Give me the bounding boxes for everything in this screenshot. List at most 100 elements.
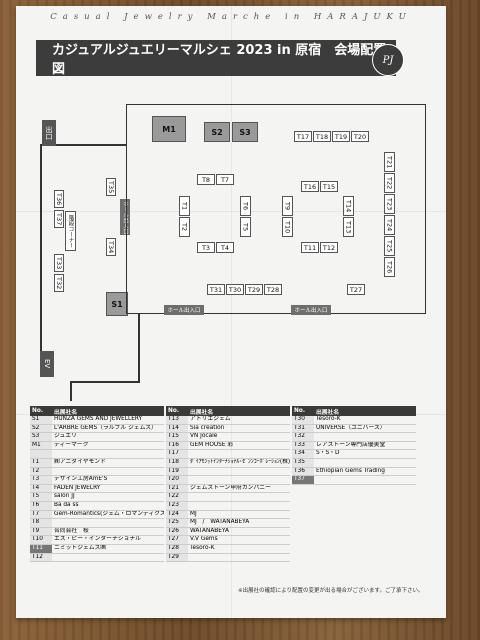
exhibitor-name: S・S・D: [314, 449, 416, 459]
booth-t4: T4: [216, 242, 234, 253]
table-header-name: 出展社名: [52, 406, 164, 416]
exhibitor-name: [52, 467, 164, 477]
table-row: T35: [292, 458, 416, 468]
exhibitor-name: Tesoro-K: [188, 544, 290, 554]
booth-t1: T1: [179, 196, 190, 216]
booth-number: T37: [292, 475, 314, 485]
booth-number: T11: [30, 544, 52, 554]
event-subtitle: Casual Jewelry Marche in HARAJUKU: [50, 12, 412, 22]
booth-t27: T27: [347, 284, 365, 295]
exhibitor-name: Ba da ss: [52, 501, 164, 511]
exhibitor-name: [52, 518, 164, 528]
table-header-no: No.: [292, 406, 314, 416]
exhibitor-name: ㈱アニダイヤモンド: [52, 458, 164, 468]
event-logo: PJ: [372, 44, 404, 76]
booth-number: T19: [166, 467, 188, 477]
booth-number: T16: [166, 441, 188, 451]
booth-number: T7: [30, 510, 52, 520]
booth-t2: T2: [179, 217, 190, 237]
exhibitor-name: [188, 553, 290, 563]
corridor-wall: [70, 381, 72, 401]
booth-t36: T36: [54, 190, 64, 208]
exhibitor-name: [188, 449, 290, 459]
booth-t15: T15: [320, 181, 338, 192]
booth-number: T26: [166, 527, 188, 537]
exhibitor-name: HUNZA GEMS AND JEWELLERY: [52, 416, 164, 425]
table-row: T12: [30, 553, 164, 563]
booth-s3: S3: [232, 122, 258, 142]
booth-number: S1: [30, 416, 52, 425]
booth-number: T2: [30, 467, 52, 477]
booth-t26: T26: [384, 257, 395, 277]
exhibitor-name: MJ: [188, 510, 290, 520]
booth-s2: S2: [204, 122, 230, 142]
exhibitor-name: Gem-Romantics(ジェム・ロマンティクス): [52, 510, 164, 520]
exhibitor-name: レアストーン専門店優美堂: [314, 441, 416, 451]
corridor-wall: [40, 144, 42, 359]
booth-number: [30, 449, 52, 459]
exhibitor-name: VN Jocale: [188, 432, 290, 442]
booth-t18: T18: [313, 131, 331, 142]
exhibitor-name: [314, 432, 416, 442]
table-row: T32: [292, 432, 416, 442]
booth-t28: T28: [264, 284, 282, 295]
booth-number: T27: [166, 535, 188, 545]
exhibitor-name: ジェムストーン甲府カンパニー: [188, 484, 290, 494]
booth-t21: T21: [384, 152, 395, 172]
booth-t6: T6: [240, 196, 251, 216]
table-row: T19: [166, 467, 290, 477]
booth-number: T10: [30, 535, 52, 545]
corridor-wall: [40, 144, 126, 146]
exhibitor-name: UNIVERSE（ユニバース）: [314, 424, 416, 434]
booth-number: T23: [166, 501, 188, 511]
exhibitor-name: ニミットジェムズ㈱: [52, 544, 164, 554]
booth-number: S3: [30, 432, 52, 442]
exhibitor-name: ﾀﾞｲｱﾓﾝｯﾄｲﾝﾀｰﾅｼｮﾅﾙ･ｾﾞﾝﾝｺｰﾎﾟﾚｰｼｮﾝ(株): [188, 458, 290, 468]
booth-t29: T29: [245, 284, 263, 295]
booth-number: T30: [292, 416, 314, 425]
booth-t5: T5: [240, 217, 251, 237]
exhibitor-name: Sia creation: [188, 424, 290, 434]
booth-t8: T8: [197, 174, 215, 185]
booth-number: T18: [166, 458, 188, 468]
exhibitor-name: ディーマーク: [52, 441, 164, 451]
booth-t32: T32: [54, 274, 64, 292]
exhibitor-name: [314, 475, 416, 485]
booth-number: T29: [166, 553, 188, 563]
table-header-name: 出展社名: [188, 406, 290, 416]
booth-m1: M1: [152, 116, 186, 142]
booth-number: T17: [166, 449, 188, 459]
booth-t10: T10: [282, 217, 293, 237]
table-row: T23: [166, 501, 290, 511]
hall-entrance-bottom-left: ホール出入口: [164, 305, 204, 315]
exhibitor-name: エス・ピー・インターナショナル: [52, 535, 164, 545]
booth-number: T5: [30, 492, 52, 502]
exhibitor-name: [188, 475, 290, 485]
booth-number: T32: [292, 432, 314, 442]
booth-number: T15: [166, 432, 188, 442]
exit-sign: 出口: [42, 120, 56, 146]
corridor-wall: [138, 314, 140, 382]
booth-t33: T33: [54, 254, 64, 272]
booth-t16: T16: [301, 181, 319, 192]
